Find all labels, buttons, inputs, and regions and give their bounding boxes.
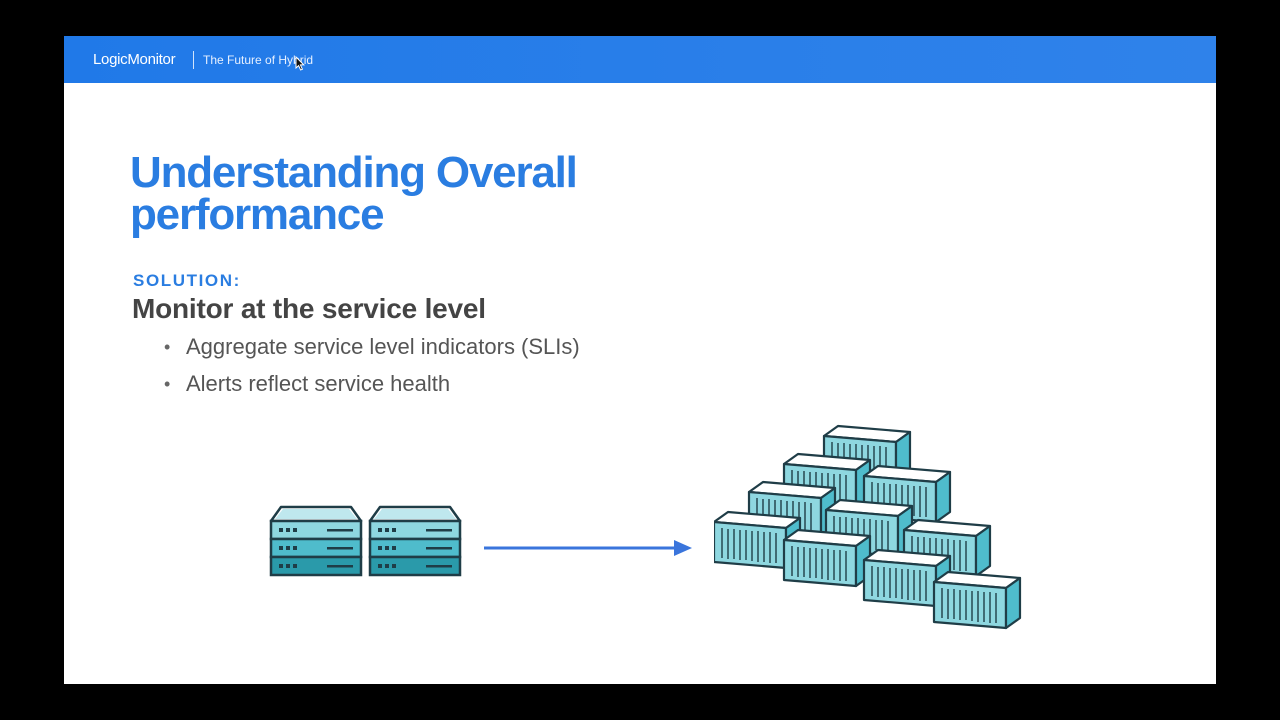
bullet-list: • Aggregate service level indicators (SL… <box>160 329 580 403</box>
header-divider <box>193 51 194 69</box>
bullet-item: • Aggregate service level indicators (SL… <box>160 329 580 366</box>
bullet-dot-icon: • <box>164 374 171 394</box>
bullet-dot-icon: • <box>164 337 171 357</box>
slide-title: Understanding Overall performance <box>130 148 578 239</box>
server-rack-icon <box>269 505 462 577</box>
solution-label: SOLUTION: <box>133 271 241 290</box>
presentation-slide: LogicMonitor The Future of Hybrid Unders… <box>64 36 1216 684</box>
header-tagline: The Future of Hybrid <box>203 53 314 67</box>
slide-header-bar: LogicMonitor The Future of Hybrid <box>64 36 1216 83</box>
brand-logo: LogicMonitor <box>93 51 176 68</box>
bullet-item: • Alerts reflect service health <box>160 366 580 403</box>
bullet-text: Aggregate service level indicators (SLIs… <box>186 334 580 359</box>
shipping-containers-icon <box>714 424 1022 630</box>
bullet-text: Alerts reflect service health <box>186 371 451 396</box>
mouse-pointer-icon <box>295 56 305 71</box>
arrow-right-icon <box>484 540 692 556</box>
slide-subtitle: Monitor at the service level <box>132 293 486 324</box>
